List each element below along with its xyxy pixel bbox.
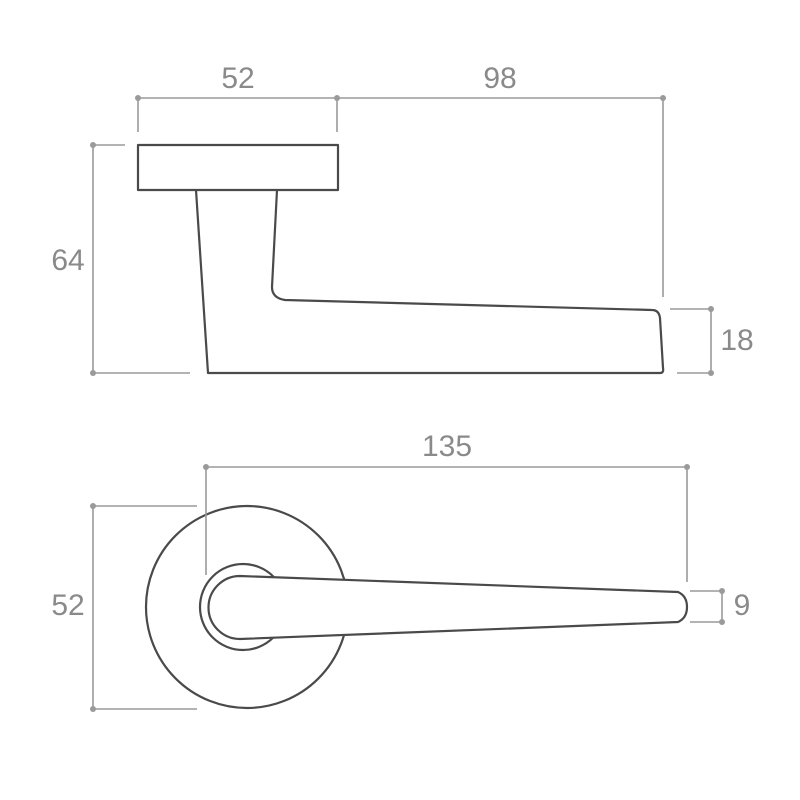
- dimension-label: 9: [734, 589, 751, 622]
- dimension-label: 52: [51, 589, 84, 622]
- dimension-total-height: 64: [51, 142, 190, 376]
- dimension-lever-projection: 98: [337, 62, 666, 297]
- dimension-lever-thickness: 18: [670, 306, 754, 376]
- dimension-label: 52: [221, 62, 254, 95]
- dimension-label: 64: [51, 244, 84, 277]
- dimension-label: 135: [422, 430, 472, 463]
- dimension-lever-length: 135: [203, 430, 690, 582]
- rose-side-profile: [136, 143, 340, 192]
- dimension-rose-width: 52: [135, 62, 340, 132]
- top-view: 135 52 9: [51, 430, 750, 712]
- dimension-tip-width: 9: [690, 588, 750, 625]
- dimension-label: 18: [720, 324, 753, 357]
- side-view: 52 98 64 18: [51, 62, 754, 376]
- lever-top-profile: [207, 574, 689, 641]
- dimension-rose-diameter: 52: [51, 503, 197, 712]
- lever-side-profile: [194, 189, 665, 375]
- dimension-label: 98: [483, 62, 516, 95]
